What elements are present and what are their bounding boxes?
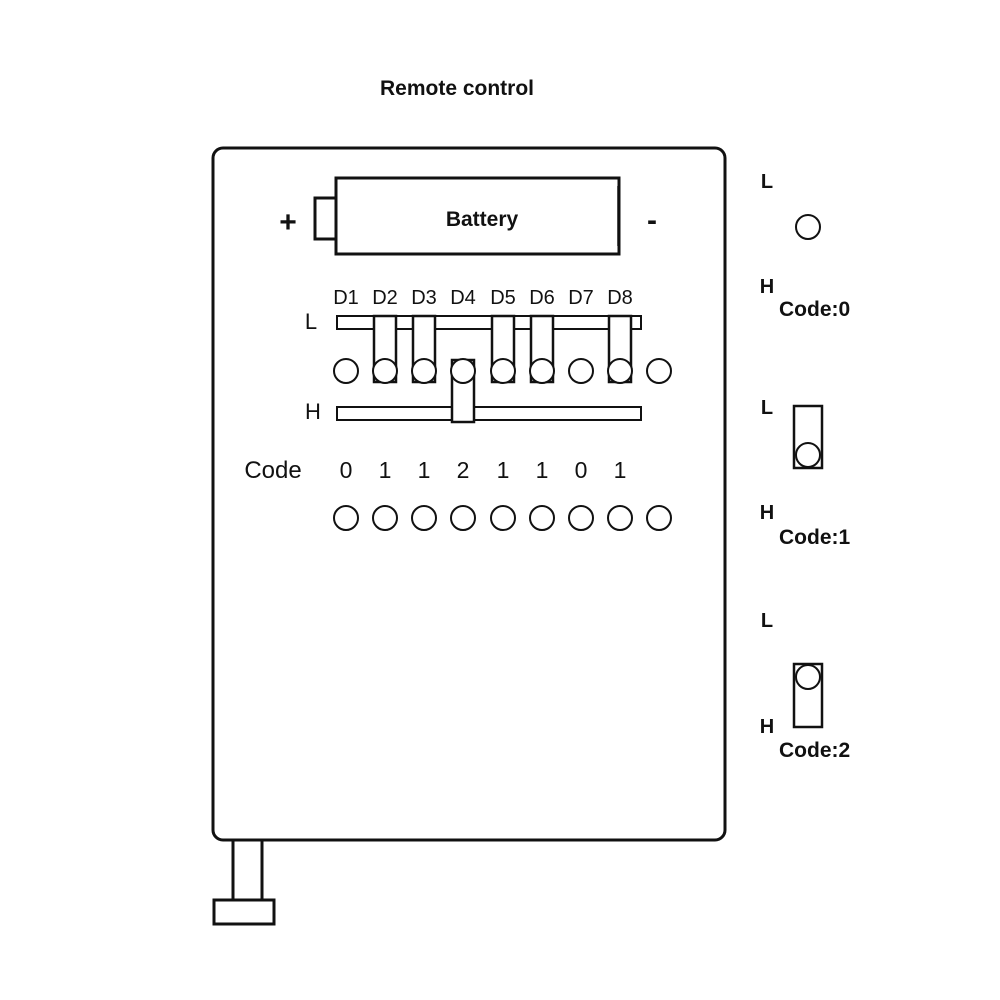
legend-2-high-label: H (760, 716, 774, 738)
code-digit-2: 1 (379, 457, 392, 483)
code-digit-3: 1 (418, 457, 431, 483)
battery: Battery + - (279, 176, 657, 256)
legend-1-code: Code:1 (779, 526, 850, 549)
bottom-pin-5 (490, 505, 516, 531)
dip-pin-2 (372, 358, 398, 384)
battery-minus-sign: - (647, 204, 657, 237)
dip-pin-3 (411, 358, 437, 384)
dip-pin-7 (568, 358, 594, 384)
rail-high (336, 406, 642, 421)
dip-label-d7: D7 (568, 287, 594, 309)
dip-switch-labels: D1 D2 D3 D4 D5 D6 D7 D8 (333, 287, 633, 309)
legend-1-low-label: L (761, 397, 773, 419)
legend-1-pin (795, 442, 821, 468)
code-digit-8: 1 (614, 457, 627, 483)
dip-pin-8 (607, 358, 633, 384)
legend-2-pin (795, 664, 821, 690)
dip-label-d1: D1 (333, 287, 359, 309)
dip-label-d3: D3 (411, 287, 437, 309)
code-digit-4: 2 (457, 457, 470, 483)
dip-label-d4: D4 (450, 287, 476, 309)
bottom-pin-row (333, 505, 672, 531)
legend-1-high-label: H (760, 502, 774, 524)
dip-pin-1 (333, 358, 359, 384)
dip-label-d5: D5 (490, 287, 516, 309)
bottom-pin-8 (607, 505, 633, 531)
bottom-pin-2 (372, 505, 398, 531)
bottom-pin-6 (529, 505, 555, 531)
dip-pin-5 (490, 358, 516, 384)
bottom-pin-4 (450, 505, 476, 531)
antenna-connector (212, 840, 276, 926)
dip-pin-4 (450, 358, 476, 384)
legend-2-code: Code:2 (779, 739, 850, 762)
legend-0-low-label: L (761, 171, 773, 193)
code-digit-7: 0 (575, 457, 588, 483)
dip-label-d6: D6 (529, 287, 555, 309)
legend-code-2: L H Code:2 (760, 610, 850, 762)
legend-0-pin (795, 214, 821, 240)
bottom-pin-7 (568, 505, 594, 531)
legend-0-high-label: H (760, 276, 774, 298)
bottom-pin-9 (646, 505, 672, 531)
dip-switch-pins (333, 358, 672, 384)
diagram-title: Remote control (380, 77, 534, 100)
code-digit-6: 1 (536, 457, 549, 483)
dip-label-d2: D2 (372, 287, 398, 309)
legend-code-1: L H Code:1 (760, 397, 851, 549)
rail-label-low: L (305, 309, 317, 334)
battery-terminal (313, 196, 338, 241)
battery-body (334, 176, 621, 256)
legend-code-0: L H Code:0 (760, 171, 850, 321)
legend-2-low-label: L (761, 610, 773, 632)
battery-plus-sign: + (279, 206, 297, 239)
bottom-pin-1 (333, 505, 359, 531)
legend-0-code: Code:0 (779, 298, 850, 321)
bottom-pin-3 (411, 505, 437, 531)
code-digit-1: 0 (340, 457, 353, 483)
code-digit-5: 1 (497, 457, 510, 483)
rail-label-high: H (305, 399, 321, 424)
dip-label-d8: D8 (607, 287, 633, 309)
dip-pin-9 (646, 358, 672, 384)
dip-pin-6 (529, 358, 555, 384)
code-row-label: Code (244, 457, 301, 484)
remote-body (211, 146, 727, 842)
battery-label: Battery (446, 208, 519, 231)
